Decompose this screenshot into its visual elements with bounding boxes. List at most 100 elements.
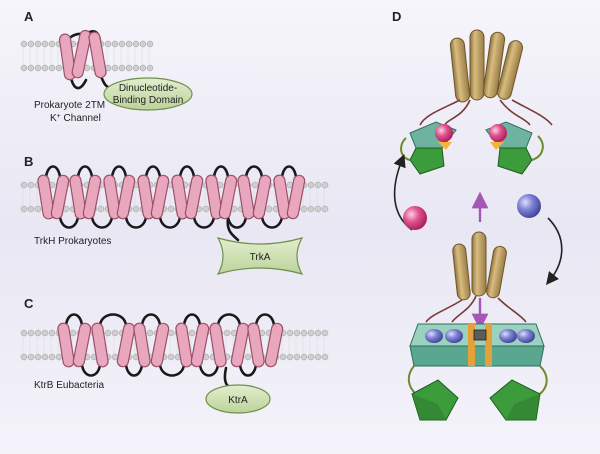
lipid-head — [167, 353, 175, 361]
tm-helix — [57, 322, 75, 368]
lipid-head — [125, 40, 133, 48]
lipid-head — [41, 64, 49, 72]
lipid-head — [321, 329, 329, 337]
lipid-head — [34, 353, 42, 361]
lipid-head — [104, 329, 112, 337]
lipid-head — [34, 40, 42, 48]
lipid-head — [293, 329, 301, 337]
lipid-head — [27, 40, 35, 48]
lipid-head — [20, 181, 28, 189]
lipid-head — [286, 329, 294, 337]
lipid-head — [167, 205, 175, 213]
binding-site — [490, 142, 504, 150]
lipid-head — [41, 353, 49, 361]
lipid-head — [111, 40, 119, 48]
tm-helix — [482, 31, 506, 99]
panel-a: A Dinucleotide- Binding Domain Prokaryot… — [24, 9, 193, 125]
lipid-head — [27, 64, 35, 72]
lipid-head — [314, 353, 322, 361]
loop — [158, 215, 182, 229]
loop — [124, 363, 144, 377]
tm-helix — [171, 174, 189, 220]
loop — [244, 165, 264, 179]
tm-helix — [237, 174, 255, 220]
lipid-head — [27, 205, 35, 213]
panel-a-domain-line1: Dinucleotide- — [119, 83, 177, 94]
lipid-head — [27, 181, 35, 189]
lipid-head — [293, 353, 301, 361]
lipid-head — [55, 64, 63, 72]
pink-ion — [403, 206, 427, 230]
panel-b-domain-label: TrkA — [250, 252, 271, 263]
panel-a-letter: A — [24, 9, 34, 24]
blue-ion-bound — [445, 329, 463, 343]
blue-ion — [517, 194, 541, 218]
binding-site — [438, 142, 452, 150]
panel-b: B TrkA TrkH Prokaryotes — [24, 154, 306, 275]
loop — [144, 165, 162, 179]
rck-domain — [497, 147, 533, 175]
lipid-head — [48, 40, 56, 48]
k-ion-bound — [435, 124, 453, 142]
lipid-head — [104, 40, 112, 48]
panel-a-caption-line2: K+ Channel — [50, 113, 101, 125]
panel-d: D — [392, 9, 563, 421]
lipid-head — [69, 329, 77, 337]
lipid-head — [48, 353, 56, 361]
tm-helix — [150, 322, 170, 368]
tm-helix — [209, 322, 227, 368]
loop — [80, 363, 102, 377]
loop — [58, 215, 80, 229]
d-top-tm-helices — [449, 29, 524, 103]
loop — [44, 165, 62, 179]
loop — [192, 215, 216, 229]
tm-helix — [88, 31, 107, 79]
rck-domain-shade — [412, 394, 446, 420]
lipid-head — [20, 205, 28, 213]
panel-c: C KtrA KtrB Eubacteria — [24, 296, 284, 414]
lipid-head — [20, 40, 28, 48]
lipid-head — [146, 329, 154, 337]
lipid-head — [41, 329, 49, 337]
panel-c-helices — [57, 322, 284, 368]
k-ion-bound — [489, 124, 507, 142]
loop-to-trka — [226, 216, 240, 242]
loop — [110, 165, 128, 179]
d-top-side-loops — [400, 135, 544, 161]
panel-c-domain-label: KtrA — [228, 395, 248, 406]
lipid-head — [321, 205, 329, 213]
lipid-head — [146, 64, 154, 72]
gate-block — [473, 329, 487, 341]
tm-helix — [486, 245, 507, 299]
lipid-head — [307, 181, 315, 189]
lipid-head — [300, 205, 308, 213]
lipid-head — [300, 329, 308, 337]
lipid-head — [118, 64, 126, 72]
tm-helix — [452, 243, 471, 301]
tm-helix — [71, 29, 92, 79]
tm-helix — [286, 174, 306, 220]
lipid-head — [314, 181, 322, 189]
tm-helix — [175, 322, 193, 368]
tm-helix — [184, 174, 204, 220]
loop — [76, 165, 94, 179]
dinucleotide-binding-domain — [103, 77, 193, 111]
tm-helix — [449, 37, 471, 103]
trka-domain — [216, 237, 304, 275]
tm-helix — [218, 174, 238, 220]
lipid-head — [125, 64, 133, 72]
panel-a-domain-line2: Binding Domain — [113, 95, 184, 106]
tm-helix — [116, 174, 136, 220]
tm-helix — [82, 174, 102, 220]
lipid-head — [279, 353, 287, 361]
loop — [216, 313, 242, 327]
loop — [178, 165, 196, 179]
panel-a-helices — [58, 29, 107, 81]
gate-stripe — [468, 324, 475, 366]
rck-domain-shade — [506, 394, 540, 420]
blue-ion-bound — [425, 329, 443, 343]
lipid-head — [314, 205, 322, 213]
panel-b-caption: TrkH Prokaryotes — [34, 236, 111, 247]
tm-helix — [496, 40, 524, 100]
